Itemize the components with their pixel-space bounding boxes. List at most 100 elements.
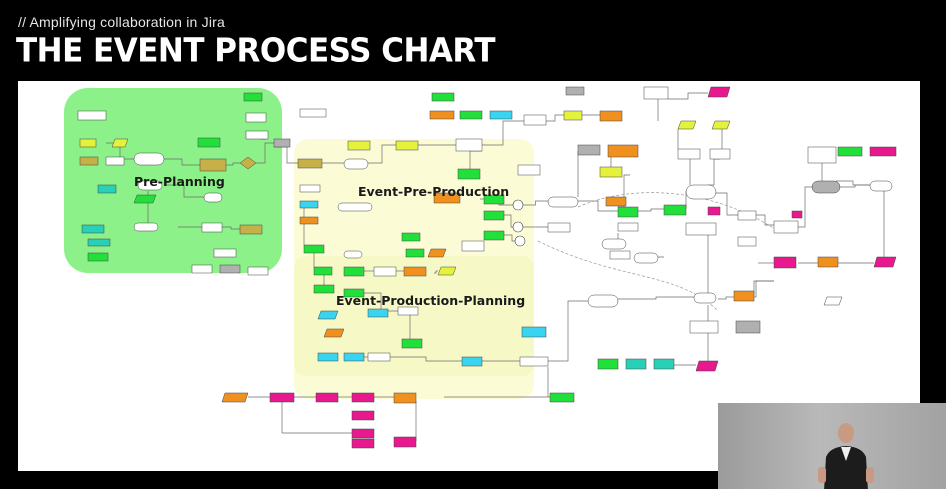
flow-connector xyxy=(390,356,462,362)
flow-connector xyxy=(164,184,204,198)
flow-node xyxy=(625,358,647,370)
flow-node xyxy=(245,112,267,123)
flow-node xyxy=(97,184,117,194)
flow-node xyxy=(689,320,719,334)
flow-node xyxy=(133,152,165,166)
flow-node xyxy=(523,114,547,126)
flow-node xyxy=(433,192,461,204)
flow-junction xyxy=(512,199,524,211)
flow-node xyxy=(199,158,227,172)
flow-node xyxy=(677,148,701,160)
zone-event-production-planning xyxy=(294,256,534,376)
flow-node xyxy=(239,156,257,170)
flow-node xyxy=(269,392,295,403)
flow-node xyxy=(197,137,221,148)
flow-connector xyxy=(798,186,812,228)
flow-node xyxy=(393,436,417,448)
flow-node xyxy=(587,294,619,308)
flow-node xyxy=(247,266,269,276)
process-chart-slide: Pre-Planning Event-Pre-Production Event-… xyxy=(18,81,920,471)
flow-node xyxy=(343,352,365,362)
zone-label-event-pre-production: Event-Pre-Production xyxy=(358,184,510,199)
flow-node xyxy=(77,110,107,121)
flow-node xyxy=(367,352,391,362)
flow-node xyxy=(643,86,669,100)
flow-node xyxy=(547,222,571,233)
flow-node xyxy=(461,356,483,367)
flow-node xyxy=(563,110,583,121)
flow-node xyxy=(547,196,579,208)
flow-node xyxy=(791,210,803,219)
flow-node xyxy=(811,180,841,194)
flow-node xyxy=(707,206,721,216)
flow-connector xyxy=(548,300,588,362)
flow-node xyxy=(79,138,97,148)
flow-node xyxy=(239,224,263,235)
flow-node xyxy=(395,140,419,151)
flow-node xyxy=(489,110,513,120)
flow-node xyxy=(565,86,585,96)
flow-node xyxy=(823,296,843,306)
flow-node xyxy=(461,240,485,252)
flow-node xyxy=(605,196,627,207)
flow-connector xyxy=(106,142,134,160)
flow-node xyxy=(685,184,717,200)
flow-node xyxy=(245,130,269,140)
flow-node xyxy=(299,216,319,225)
flow-node xyxy=(617,206,639,218)
flow-node xyxy=(81,224,105,234)
flow-node xyxy=(367,308,389,318)
flow-node xyxy=(711,120,731,130)
flow-node xyxy=(347,140,371,151)
flow-node xyxy=(437,266,457,276)
flow-node xyxy=(609,250,631,260)
flow-node xyxy=(807,146,837,164)
flow-node xyxy=(483,210,505,221)
flow-node xyxy=(617,222,639,232)
flow-node xyxy=(299,184,321,193)
flow-node xyxy=(677,120,697,130)
flow-node xyxy=(663,204,687,216)
flow-node xyxy=(87,252,109,262)
flow-connector xyxy=(222,226,240,230)
flow-connector xyxy=(708,158,720,186)
flow-node xyxy=(517,164,541,176)
flow-connector xyxy=(164,158,200,166)
process-flowchart xyxy=(64,86,897,449)
flow-node xyxy=(519,356,549,367)
flow-node xyxy=(401,232,421,242)
flow-node xyxy=(599,166,623,178)
flow-connector xyxy=(523,200,548,206)
flow-node xyxy=(79,156,99,166)
zone-label-event-production-planning: Event-Production-Planning xyxy=(336,293,526,308)
flow-node xyxy=(343,288,365,298)
flow-node xyxy=(733,290,755,302)
flow-node xyxy=(317,352,339,362)
flow-node xyxy=(213,248,237,258)
flow-node xyxy=(693,292,717,304)
flow-connector xyxy=(756,214,774,226)
flow-node xyxy=(427,248,447,258)
flow-node xyxy=(405,248,425,258)
flow-node xyxy=(351,428,375,439)
flow-node xyxy=(299,108,327,118)
flow-node xyxy=(273,138,291,148)
flow-node xyxy=(707,86,731,98)
flow-node xyxy=(351,392,375,403)
flow-node xyxy=(111,138,129,148)
flow-connector xyxy=(668,92,708,100)
presentation-subtitle: // Amplifying collaboration in Jira xyxy=(18,14,225,30)
flow-node xyxy=(105,156,125,166)
flow-node xyxy=(521,326,547,338)
flow-node xyxy=(869,180,893,192)
flow-node xyxy=(597,358,619,370)
presenter-video-feed xyxy=(718,403,946,489)
flow-node xyxy=(549,392,575,403)
flow-node xyxy=(299,200,319,209)
flow-connector xyxy=(618,296,694,300)
presentation-title: THE EVENT PROCESS CHART xyxy=(16,32,496,70)
flow-node xyxy=(323,328,345,338)
flow-connector xyxy=(434,270,438,274)
flow-node xyxy=(633,252,659,264)
flow-node xyxy=(817,256,839,268)
